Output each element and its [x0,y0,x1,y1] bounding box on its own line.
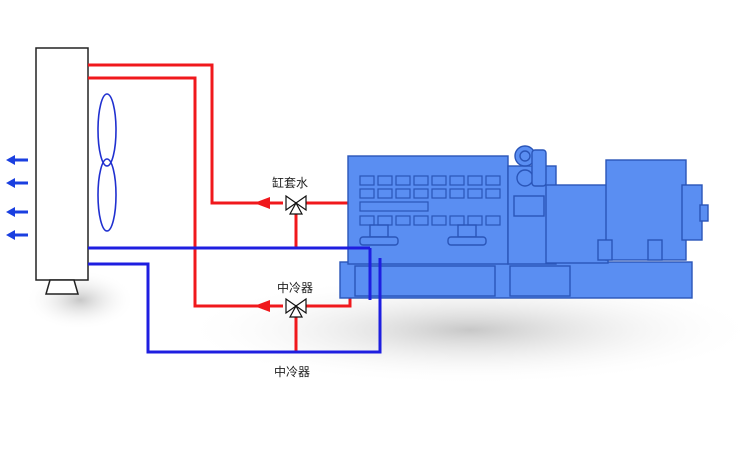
engine-shadow [180,275,750,385]
airflow-arrow-icon [6,230,28,240]
radiator [35,47,89,295]
engine-generator [339,145,709,299]
jacket-water-pipe [88,63,283,205]
airflow-arrow-icon [6,155,28,165]
airflow-arrows [6,155,28,240]
engine-base [339,261,693,299]
intercooler-label-top: 中冷器 [277,280,313,295]
alternator [605,159,687,261]
intercooler-label-bottom: 中冷器 [274,364,310,379]
intercooler-return-pipe [88,258,382,354]
radiator-stand [45,279,79,295]
fan-icon [97,93,117,232]
airflow-arrow-icon [6,207,28,217]
flow-arrow-icon [254,300,270,312]
cold-water-lines [88,246,382,354]
flow-arrow-icon [254,197,270,209]
engine-cylinder-slots [359,175,501,226]
hot-water-lines [88,63,352,352]
intercooler-hot-pipe [88,76,283,308]
three-way-valve-icon [285,297,307,318]
jacket-water-label: 缸套水 [272,175,308,190]
airflow-arrow-icon [6,178,28,188]
three-way-valve-icon [285,194,307,215]
